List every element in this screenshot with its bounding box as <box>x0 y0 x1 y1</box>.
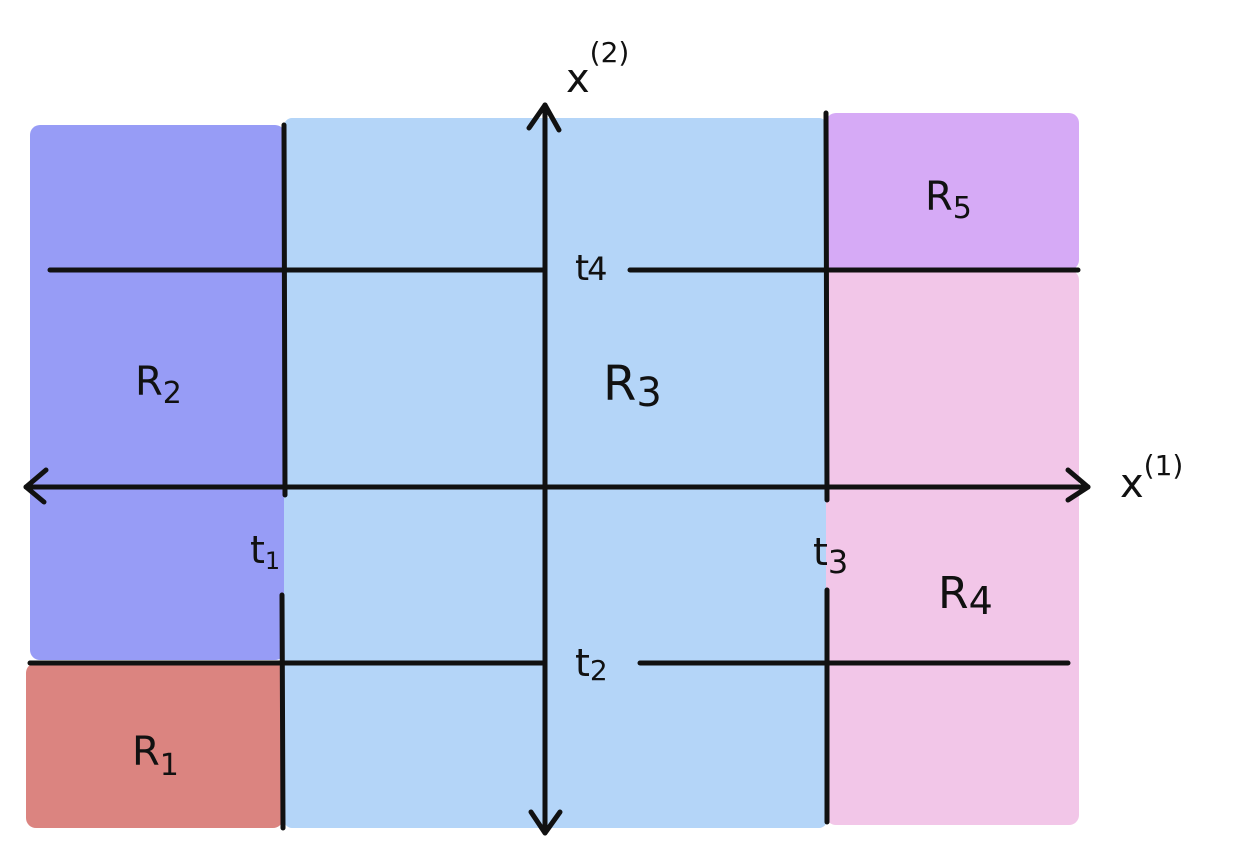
region-r5-label: R5 <box>925 174 972 226</box>
region-r4-label-subscript: 4 <box>969 579 993 623</box>
region-r4-fill <box>826 270 1079 825</box>
y-axis-bottom-arrowhead <box>528 809 563 836</box>
region-r2-label-subscript: 2 <box>163 376 182 411</box>
threshold-t4-label-subscript: 4 <box>587 250 607 288</box>
threshold-t1-label-base: t <box>250 528 265 572</box>
threshold-t2-label-subscript: 2 <box>590 654 608 687</box>
region-r1-label-subscript: 1 <box>160 748 179 783</box>
partition-lines <box>27 110 1081 831</box>
region-r1-label: R1 <box>132 729 179 783</box>
region-r2-label: R2 <box>135 359 182 411</box>
region-r3-label-base: R <box>603 356 636 412</box>
threshold-t2-label-base: t <box>575 641 590 685</box>
region-r2-fill <box>30 125 285 660</box>
region-r4-label: R4 <box>938 568 993 623</box>
region-r5-label-subscript: 5 <box>953 191 972 226</box>
x-axis-label-base: x <box>1120 461 1144 507</box>
axes <box>23 102 1091 836</box>
y-axis-label-base: x <box>566 56 590 102</box>
region-r2-label-base: R <box>135 359 163 405</box>
threshold-t3-label: t3 <box>813 530 848 581</box>
y-axis-label: x(2) <box>566 36 629 102</box>
split-line-t3-upper <box>823 110 830 503</box>
threshold-t4-label-base: t <box>575 248 589 289</box>
split-line-t1-lower <box>279 592 286 831</box>
y-axis-top-arrowhead <box>526 102 562 133</box>
x-axis-right-arrowhead <box>1065 467 1091 503</box>
region-r1-fill <box>26 663 283 828</box>
region-r5-label-base: R <box>925 174 953 220</box>
region-r1-label-base: R <box>132 729 160 775</box>
region-r3-label-subscript: 3 <box>636 370 661 416</box>
threshold-t3-label-base: t <box>813 530 828 574</box>
split-line-t1-upper <box>281 122 288 498</box>
threshold-t3-label-subscript: 3 <box>828 543 848 581</box>
region-r4-label-base: R <box>938 568 969 619</box>
x-axis-left-arrowhead <box>23 467 49 505</box>
threshold-t1-label: t1 <box>250 528 280 575</box>
region-r3-label: R3 <box>603 356 662 416</box>
x-axis-label: x(1) <box>1120 449 1183 507</box>
x-axis-label-superscript: (1) <box>1144 449 1184 482</box>
threshold-t4-label: t4 <box>575 248 607 289</box>
region-r3-fill <box>284 118 827 828</box>
region-r5-fill <box>826 113 1079 270</box>
y-axis-label-superscript: (2) <box>590 36 630 69</box>
threshold-t2-label: t2 <box>575 641 608 687</box>
threshold-t1-label-subscript: 1 <box>265 547 280 575</box>
